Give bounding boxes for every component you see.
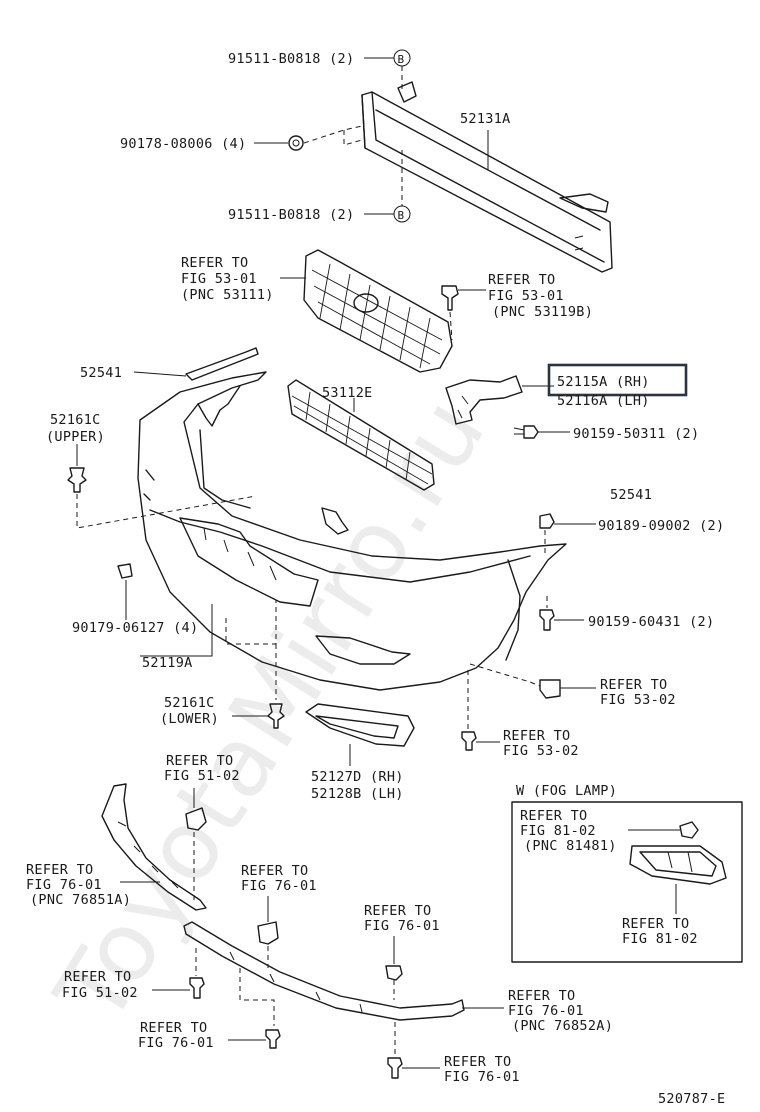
label-ref-76-c-1[interactable]: REFER TO bbox=[364, 903, 431, 919]
svg-text:B: B bbox=[398, 209, 405, 222]
label-ref-53-02-a-1[interactable]: REFER TO bbox=[600, 677, 667, 693]
lower-spoiler-left[interactable] bbox=[101, 783, 207, 911]
label-molding-upper[interactable]: 52541 bbox=[80, 365, 122, 381]
bulb-icon bbox=[679, 821, 699, 839]
label-clip-upper-1[interactable]: 52161C bbox=[50, 412, 101, 428]
label-clip-lower-2[interactable]: (LOWER) bbox=[160, 711, 219, 727]
label-ref-53-02-b-2[interactable]: FIG 53-02 bbox=[503, 743, 579, 759]
screw-icon bbox=[513, 425, 539, 439]
label-clip-90189[interactable]: 90189-09002 (2) bbox=[598, 518, 724, 534]
label-ref-76-f-2[interactable]: FIG 76-01 bbox=[444, 1069, 520, 1085]
label-fog-ref-bulb-2[interactable]: FIG 81-02 bbox=[520, 823, 596, 839]
label-clip-lower-1[interactable]: 52161C bbox=[164, 695, 215, 711]
fog-lamp-cover[interactable] bbox=[305, 703, 415, 747]
label-ref-76-e-2[interactable]: FIG 76-01 bbox=[138, 1035, 214, 1051]
label-ref-76-a-2[interactable]: FIG 76-01 bbox=[26, 877, 102, 893]
label-ref-76-e-1[interactable]: REFER TO bbox=[140, 1020, 207, 1036]
label-fog-ref-lamp-2[interactable]: FIG 81-02 bbox=[622, 931, 698, 947]
label-reinforcement[interactable]: 52131A bbox=[460, 111, 511, 127]
label-bolt-top[interactable]: 91511-B0818 (2) bbox=[228, 51, 354, 67]
retainer-icon bbox=[539, 679, 561, 699]
label-ref-51-02-b-1[interactable]: REFER TO bbox=[64, 969, 131, 985]
screw-76-01-e-icon bbox=[265, 1029, 281, 1049]
label-bracket-lh[interactable]: 52116A (LH) bbox=[557, 393, 650, 409]
label-ref-76-a-3[interactable]: (PNC 76851A) bbox=[30, 892, 131, 908]
lower-spoiler-center[interactable] bbox=[183, 921, 465, 1021]
label-bolt-bottom[interactable]: 91511-B0818 (2) bbox=[228, 207, 354, 223]
screw-51-02-icon bbox=[189, 977, 205, 999]
clip-90189-icon bbox=[539, 513, 555, 529]
bolt-marker-top: B bbox=[393, 49, 411, 67]
nut-icon bbox=[288, 135, 304, 151]
grille-retainer-icon bbox=[441, 285, 459, 311]
label-ref-76-c-2[interactable]: FIG 76-01 bbox=[364, 918, 440, 934]
label-grille-ref-2[interactable]: FIG 53-01 bbox=[181, 271, 257, 287]
clip-76-01-c-icon bbox=[385, 965, 403, 981]
bumper-reinforcement[interactable] bbox=[361, 81, 613, 273]
label-emblem-ref-3[interactable]: (PNC 53119B) bbox=[492, 304, 593, 320]
label-clip-06127[interactable]: 90179-06127 (4) bbox=[72, 620, 198, 636]
label-fog-ref-bulb-3[interactable]: (PNC 81481) bbox=[524, 838, 617, 854]
clip-upper-icon bbox=[67, 467, 87, 493]
label-grille-ref-1[interactable]: REFER TO bbox=[181, 255, 248, 271]
label-fog-cover-rh[interactable]: 52127D (RH) bbox=[311, 769, 404, 785]
watermark: ToyotaMirro.ru bbox=[34, 378, 508, 1043]
label-bumper-cover[interactable]: 52119A bbox=[142, 655, 193, 671]
clip-lower-icon bbox=[267, 703, 285, 729]
label-emblem-ref-1[interactable]: REFER TO bbox=[488, 272, 555, 288]
highlight-box bbox=[547, 363, 688, 397]
label-ref-76-d-2[interactable]: FIG 76-01 bbox=[508, 1003, 584, 1019]
upper-molding[interactable] bbox=[185, 347, 259, 381]
label-ref-51-02-a-2[interactable]: FIG 51-02 bbox=[164, 768, 240, 784]
radiator-grille[interactable] bbox=[303, 249, 453, 373]
label-fog-ref-bulb-1[interactable]: REFER TO bbox=[520, 808, 587, 824]
label-ref-51-02-b-2[interactable]: FIG 51-02 bbox=[62, 985, 138, 1001]
label-ref-53-02-a-2[interactable]: FIG 53-02 bbox=[600, 692, 676, 708]
fog-lamp-inset bbox=[511, 801, 743, 963]
bumper-bracket[interactable] bbox=[445, 375, 523, 425]
label-ref-76-f-1[interactable]: REFER TO bbox=[444, 1054, 511, 1070]
clip-76-01-b-icon bbox=[257, 921, 279, 945]
label-fog-ref-lamp-1[interactable]: REFER TO bbox=[622, 916, 689, 932]
label-clip-upper-2[interactable]: (UPPER) bbox=[46, 429, 105, 445]
label-nut[interactable]: 90178-08006 (4) bbox=[120, 136, 246, 152]
label-ref-76-b-1[interactable]: REFER TO bbox=[241, 863, 308, 879]
screw-53-02-icon bbox=[461, 731, 477, 751]
label-lower-grille[interactable]: 53112E bbox=[322, 385, 373, 401]
label-ref-51-02-a-1[interactable]: REFER TO bbox=[166, 753, 233, 769]
label-molding-right[interactable]: 52541 bbox=[610, 487, 652, 503]
label-ref-76-d-3[interactable]: (PNC 76852A) bbox=[512, 1018, 613, 1034]
clip-06127-icon bbox=[117, 563, 133, 579]
label-ref-53-02-b-1[interactable]: REFER TO bbox=[503, 728, 570, 744]
clip-51-02-icon bbox=[185, 807, 207, 831]
label-screw-50311[interactable]: 90159-50311 (2) bbox=[573, 426, 699, 442]
label-fog-title[interactable]: W (FOG LAMP) bbox=[516, 783, 617, 799]
label-bracket-rh[interactable]: 52115A (RH) bbox=[557, 374, 650, 390]
label-screw-60431[interactable]: 90159-60431 (2) bbox=[588, 614, 714, 630]
svg-text:B: B bbox=[398, 53, 405, 66]
screw-76-01-f-icon bbox=[387, 1057, 403, 1079]
diagram-id: 520787-E bbox=[658, 1091, 725, 1107]
label-ref-76-a-1[interactable]: REFER TO bbox=[26, 862, 93, 878]
label-ref-76-d-1[interactable]: REFER TO bbox=[508, 988, 575, 1004]
bolt-marker-bottom: B bbox=[393, 205, 411, 223]
label-grille-ref-3[interactable]: (PNC 53111) bbox=[181, 287, 274, 303]
label-emblem-ref-2[interactable]: FIG 53-01 bbox=[488, 288, 564, 304]
label-fog-cover-lh[interactable]: 52128B (LH) bbox=[311, 786, 404, 802]
screw-60431-icon bbox=[539, 609, 555, 631]
bumper-cover[interactable] bbox=[137, 371, 567, 691]
label-ref-76-b-2[interactable]: FIG 76-01 bbox=[241, 878, 317, 894]
lower-grille[interactable] bbox=[287, 379, 435, 491]
